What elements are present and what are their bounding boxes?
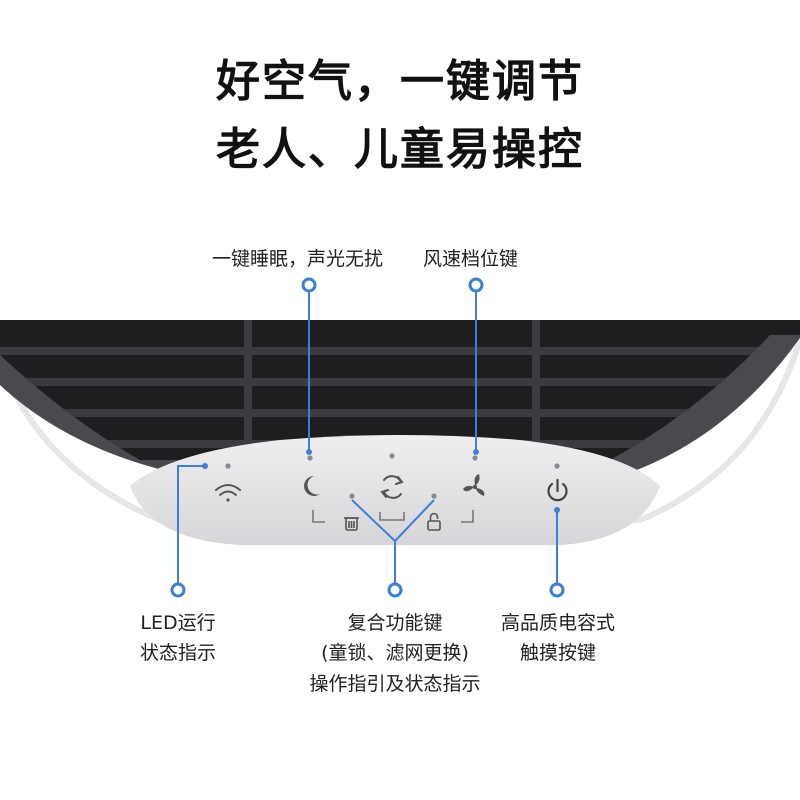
wifi-icon[interactable] xyxy=(215,484,241,502)
callout-end-led xyxy=(202,463,208,469)
lock-icon[interactable] xyxy=(427,512,441,531)
label-combo-line-1: 复合功能键 xyxy=(347,612,443,634)
led-dot-wifi xyxy=(225,463,231,469)
label-combo-key: 复合功能键 (童锁、滤网更换) 操作指引及状态指示 xyxy=(285,608,505,699)
callout-marker-power xyxy=(549,582,565,598)
led-dot-lock xyxy=(431,493,437,499)
led-dot-cycle xyxy=(389,453,395,459)
led-dot-filter xyxy=(349,493,355,499)
headline-line-1: 好空气，一键调节 xyxy=(216,56,584,107)
refresh-icon[interactable] xyxy=(380,475,404,499)
callout-marker-combo xyxy=(387,582,403,598)
label-power-line-2: 触摸按键 xyxy=(519,642,596,665)
callout-lines xyxy=(177,285,558,590)
callout-marker-sleep xyxy=(301,277,317,293)
label-sleep-key: 一键睡眠，声光无扰 xyxy=(212,248,384,270)
label-power-line-1: 高品质电容式 xyxy=(500,612,615,634)
led-dot-fan xyxy=(472,455,478,461)
callout-marker-led xyxy=(170,582,186,598)
label-fan-speed-key: 风速档位键 xyxy=(423,248,519,270)
callout-end-fan xyxy=(473,449,479,455)
label-led: LED运行 状态指示 xyxy=(118,608,238,669)
callout-end-sleep xyxy=(306,449,312,455)
moon-icon[interactable] xyxy=(304,476,320,497)
power-icon[interactable] xyxy=(547,478,568,502)
panel-bracket-marks xyxy=(312,510,474,523)
label-led-line-1: LED运行 xyxy=(140,612,216,634)
callout-marker-fan xyxy=(468,277,484,293)
label-power-key: 高品质电容式 触摸按键 xyxy=(478,608,638,669)
led-dot-power xyxy=(554,463,560,469)
label-combo-line-3: 操作指引及状态指示 xyxy=(309,672,481,695)
control-panel xyxy=(130,435,660,545)
fan-icon[interactable] xyxy=(463,474,485,496)
filter-icon[interactable] xyxy=(344,517,359,531)
headline-line-2: 老人、儿童易操控 xyxy=(216,124,584,175)
led-dot-sleep xyxy=(307,455,313,461)
label-combo-line-2: (童锁、滤网更换) xyxy=(321,642,469,665)
callout-end-power xyxy=(554,507,560,513)
label-led-line-2: 状态指示 xyxy=(139,642,216,665)
